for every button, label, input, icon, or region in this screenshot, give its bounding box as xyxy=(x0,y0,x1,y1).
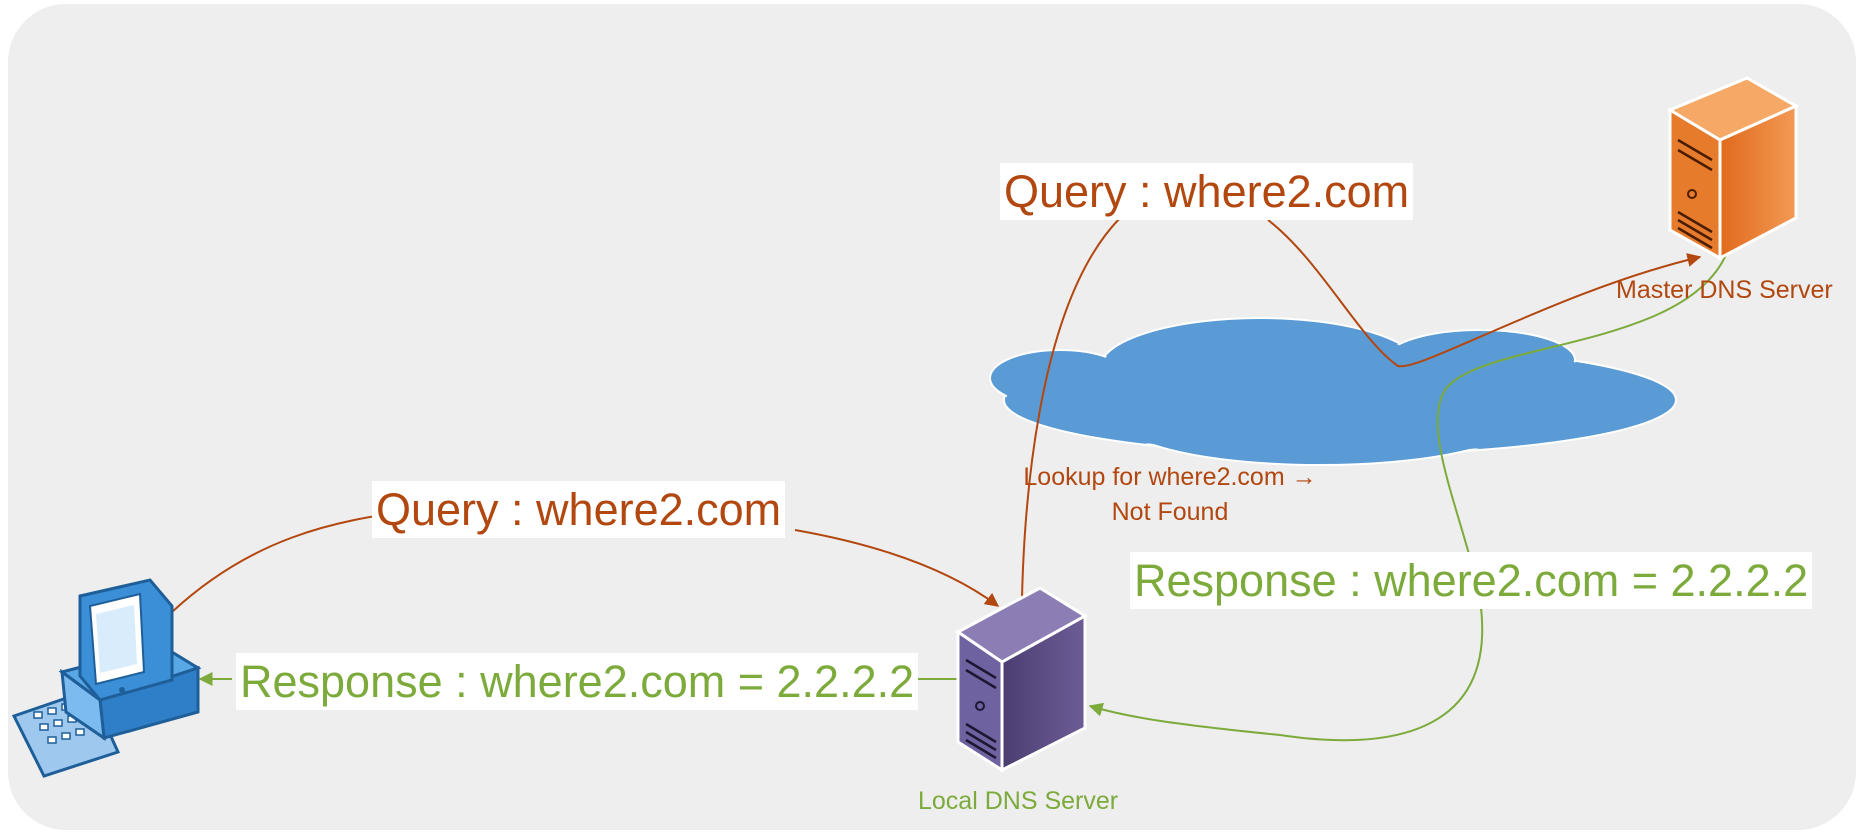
query-label-top: Query : where2.com xyxy=(1000,163,1414,220)
query-label-left: Query : where2.com xyxy=(372,481,786,538)
response-label-left: Response : where2.com = 2.2.2.2 xyxy=(236,653,919,710)
master-dns-server-label: Master DNS Server xyxy=(1616,276,1833,304)
master-server-icon xyxy=(1666,76,1800,261)
local-server-icon xyxy=(955,586,1088,773)
lookup-line-1: Lookup for where2.com → xyxy=(1023,463,1317,491)
response-label-right: Response : where2.com = 2.2.2.2 xyxy=(1130,552,1813,609)
local-dns-server-label: Local DNS Server xyxy=(918,787,1119,815)
client-computer-icon xyxy=(11,578,202,778)
lookup-annotation: Lookup for where2.com → Not Found xyxy=(1000,465,1340,525)
lookup-line-2: Not Found xyxy=(1111,498,1229,526)
